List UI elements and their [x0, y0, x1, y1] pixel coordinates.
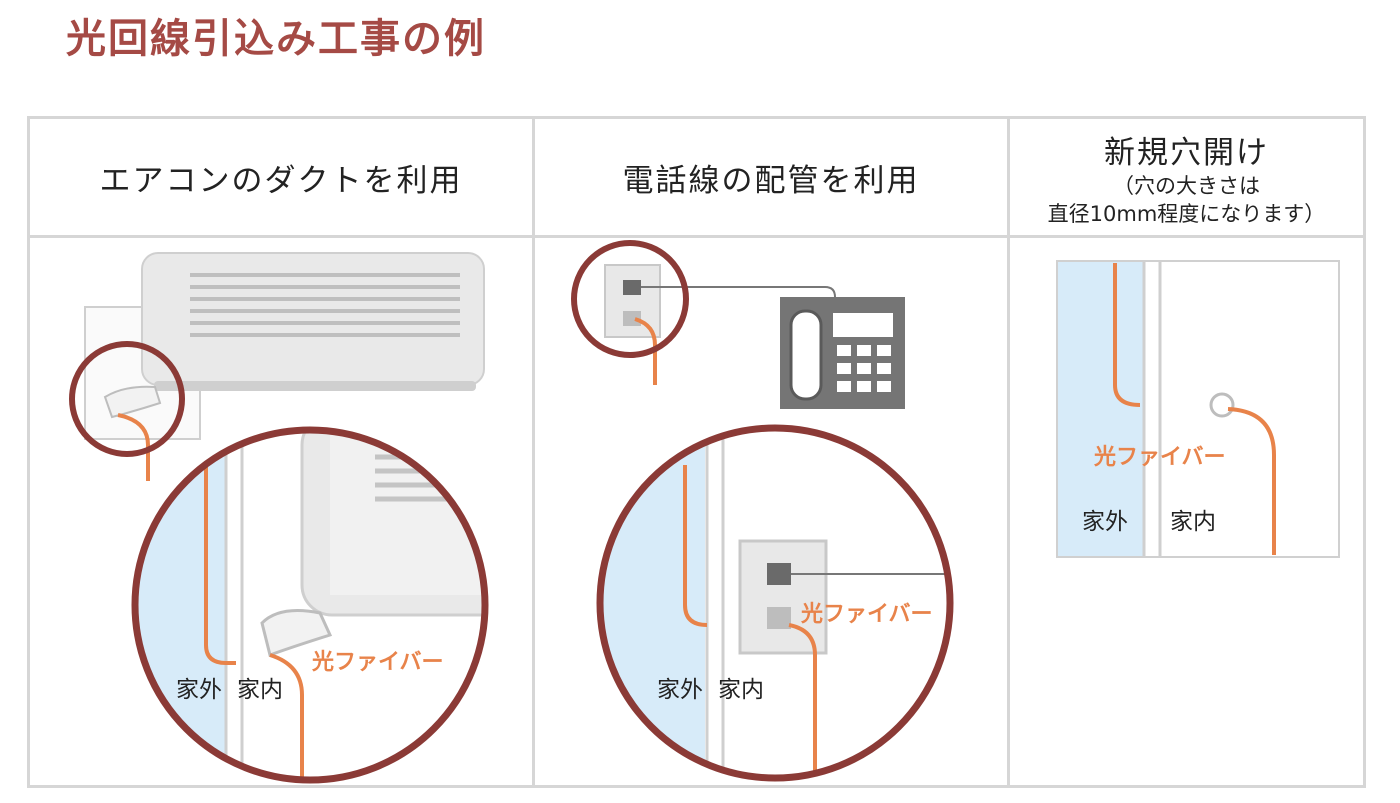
outside-wall-area: [1058, 262, 1143, 556]
air-conditioner-icon: [141, 252, 485, 391]
label-outside: 家外: [657, 677, 703, 703]
panel-illustration: 光ファイバー 家外 家内: [1010, 235, 1363, 785]
label-inside: 家内: [1170, 509, 1216, 535]
label-fiber: 光ファイバー: [311, 650, 444, 675]
hole-icon: [1209, 392, 1235, 418]
panel-heading: エアコンのダクトを利用: [99, 162, 463, 199]
panel-note-line2: 直径10mm程度になります）: [1047, 201, 1326, 226]
examples-table: エアコンのダクトを利用: [27, 116, 1366, 788]
fiber-cable-small: [634, 317, 657, 385]
label-outside: 家外: [1082, 509, 1128, 535]
aircon-illustration: 家外 家内 光ファイバー: [69, 252, 489, 784]
panel-illustration: 家外 家内 光ファイバー: [30, 235, 532, 785]
new-hole-illustration: 光ファイバー 家外 家内: [1056, 260, 1340, 558]
label-inside: 家内: [718, 677, 764, 703]
highlight-circle-small: [69, 341, 185, 457]
panel-heading: 電話線の配管を利用: [622, 162, 920, 199]
panel-phone-conduit: 電話線の配管を利用: [532, 119, 1007, 785]
highlight-circle-large: [131, 426, 489, 784]
label-fiber: 光ファイバー: [800, 602, 933, 627]
highlight-circle-small: [571, 240, 689, 358]
fiber-cable-outside: [1113, 263, 1141, 407]
panel-header: 新規穴開け （穴の大きさは 直径10mm程度になります）: [1010, 119, 1363, 238]
telephone-icon: [780, 297, 905, 409]
panel-new-hole: 新規穴開け （穴の大きさは 直径10mm程度になります） 光ファイバー 家外 家…: [1007, 119, 1363, 785]
label-inside: 家内: [237, 677, 283, 703]
phone-illustration: 家外 家内 光ファイバー: [571, 240, 954, 782]
outside-wall-area: [135, 430, 225, 780]
fiber-cable-inside: [1227, 407, 1276, 555]
panel-note-line1: （穴の大きさは: [1113, 173, 1260, 198]
panel-header: 電話線の配管を利用: [535, 119, 1007, 238]
phone-outlet: [604, 264, 661, 338]
panel-aircon-duct: エアコンのダクトを利用: [30, 119, 532, 785]
page-title: 光回線引込み工事の例: [66, 16, 486, 62]
panel-heading: 新規穴開け: [1104, 134, 1269, 171]
highlight-circle-large: [596, 424, 954, 782]
label-outside: 家外: [176, 677, 222, 703]
zoom-view: 家外 家内 光ファイバー: [135, 430, 485, 780]
panel-header: エアコンのダクトを利用: [30, 119, 532, 238]
panel-illustration: 家外 家内 光ファイバー: [535, 235, 1007, 785]
label-fiber: 光ファイバー: [1093, 445, 1226, 470]
fiber-cable-small: [117, 413, 150, 481]
zoom-view: 家外 家内 光ファイバー: [600, 428, 950, 778]
phone-cord: [641, 286, 836, 298]
